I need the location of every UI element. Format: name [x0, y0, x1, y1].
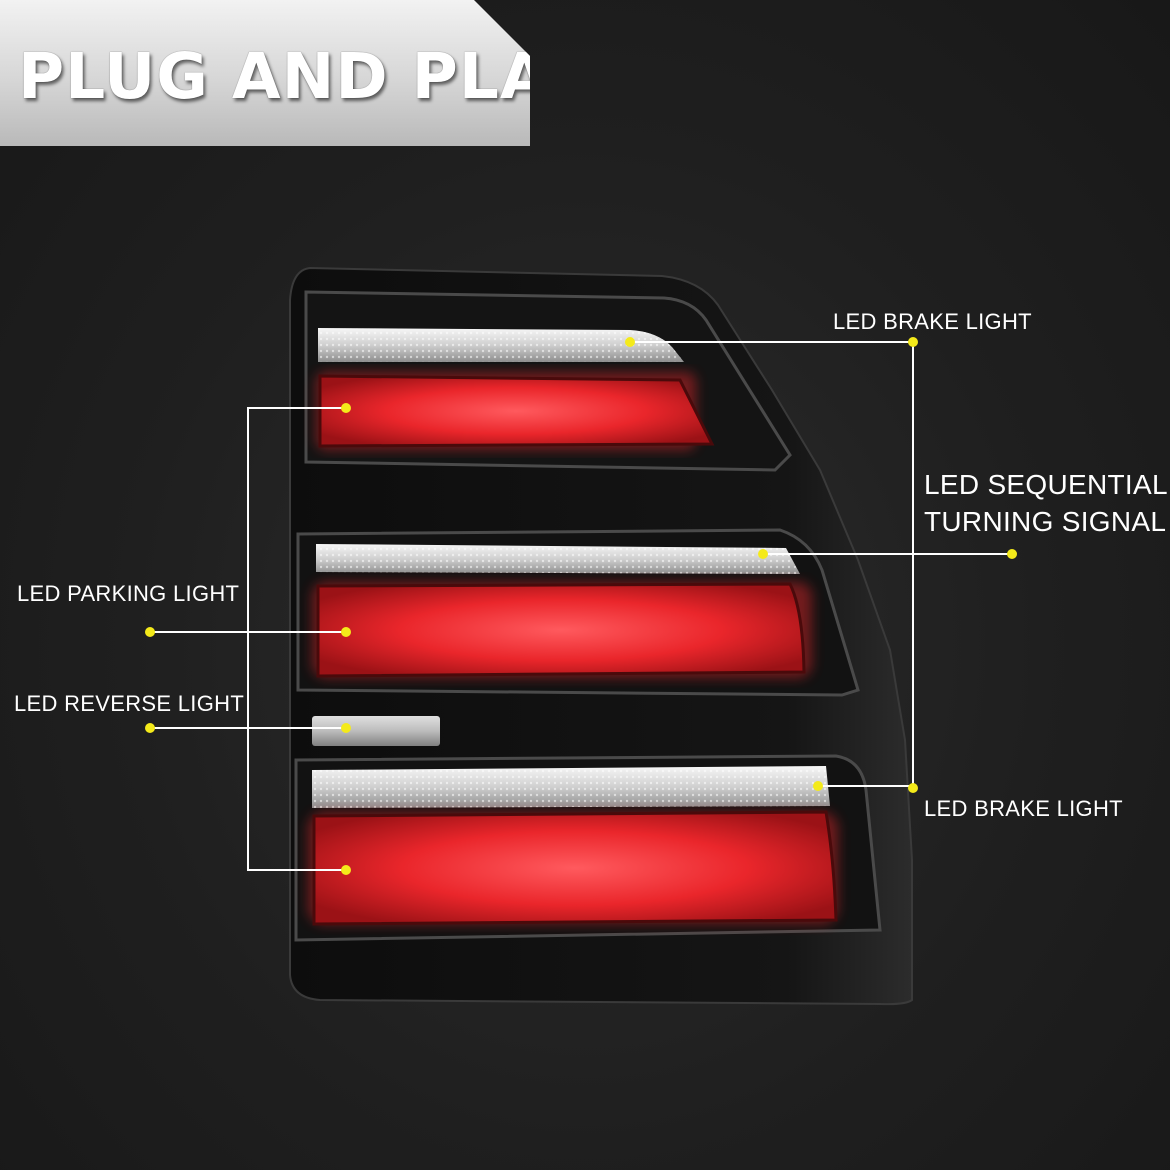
marker-reverse: [341, 723, 351, 733]
marker-signal: [758, 549, 768, 559]
marker-brake-bottom-end: [908, 783, 918, 793]
top-red-lens: [318, 374, 715, 448]
marker-parking-mid: [341, 627, 351, 637]
label-parking-light: LED PARKING LIGHT: [17, 581, 240, 606]
label-brake-light-bottom: LED BRAKE LIGHT: [924, 796, 1123, 821]
label-sequential-signal: LED SEQUENTIAL TURNING SIGNAL: [924, 466, 1168, 540]
marker-brake-bottom: [813, 781, 823, 791]
banner-title: PLUG AND PLAY: [18, 40, 591, 113]
label-sequential-signal-line2: TURNING SIGNAL: [924, 506, 1167, 537]
title-banner: PLUG AND PLAY: [0, 0, 530, 146]
marker-parking-bottom: [341, 865, 351, 875]
marker-brake-top: [625, 337, 635, 347]
marker-brake-top-end: [908, 337, 918, 347]
marker-parking-end: [145, 627, 155, 637]
reverse-lens: [312, 716, 440, 746]
label-reverse-light: LED REVERSE LIGHT: [14, 691, 245, 716]
label-sequential-signal-line1: LED SEQUENTIAL: [924, 469, 1168, 500]
callout-markers: [145, 337, 1017, 875]
label-brake-light-top: LED BRAKE LIGHT: [833, 309, 1032, 334]
marker-parking-top: [341, 403, 351, 413]
marker-signal-end: [1007, 549, 1017, 559]
bottom-red-lens: [312, 810, 838, 926]
marker-reverse-end: [145, 723, 155, 733]
middle-red-lens: [316, 582, 806, 678]
